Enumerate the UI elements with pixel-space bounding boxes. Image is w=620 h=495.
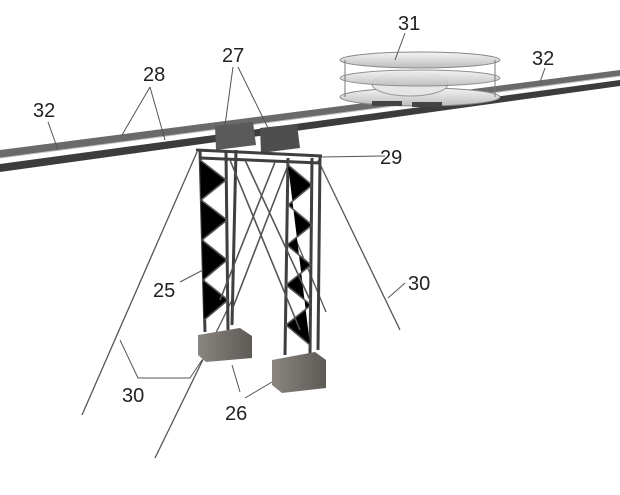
tower-bracing [199, 159, 314, 346]
leader-lines [47, 32, 546, 399]
guy-cables [81, 151, 401, 459]
label-rail-left: 32 [33, 100, 55, 122]
label-vehicle: 31 [398, 13, 420, 35]
label-cable-right: 30 [408, 273, 430, 295]
foundations [198, 328, 326, 393]
label-foundations: 26 [225, 403, 247, 425]
label-rail-right: 32 [532, 48, 554, 70]
vehicle [339, 51, 501, 107]
label-tower-top: 29 [380, 147, 402, 169]
label-tower: 25 [153, 280, 175, 302]
rail-supports [215, 122, 300, 153]
label-rail-supports: 27 [222, 45, 244, 67]
label-cable-left: 30 [122, 385, 144, 407]
tower [195, 148, 323, 356]
label-rails: 28 [143, 64, 165, 86]
